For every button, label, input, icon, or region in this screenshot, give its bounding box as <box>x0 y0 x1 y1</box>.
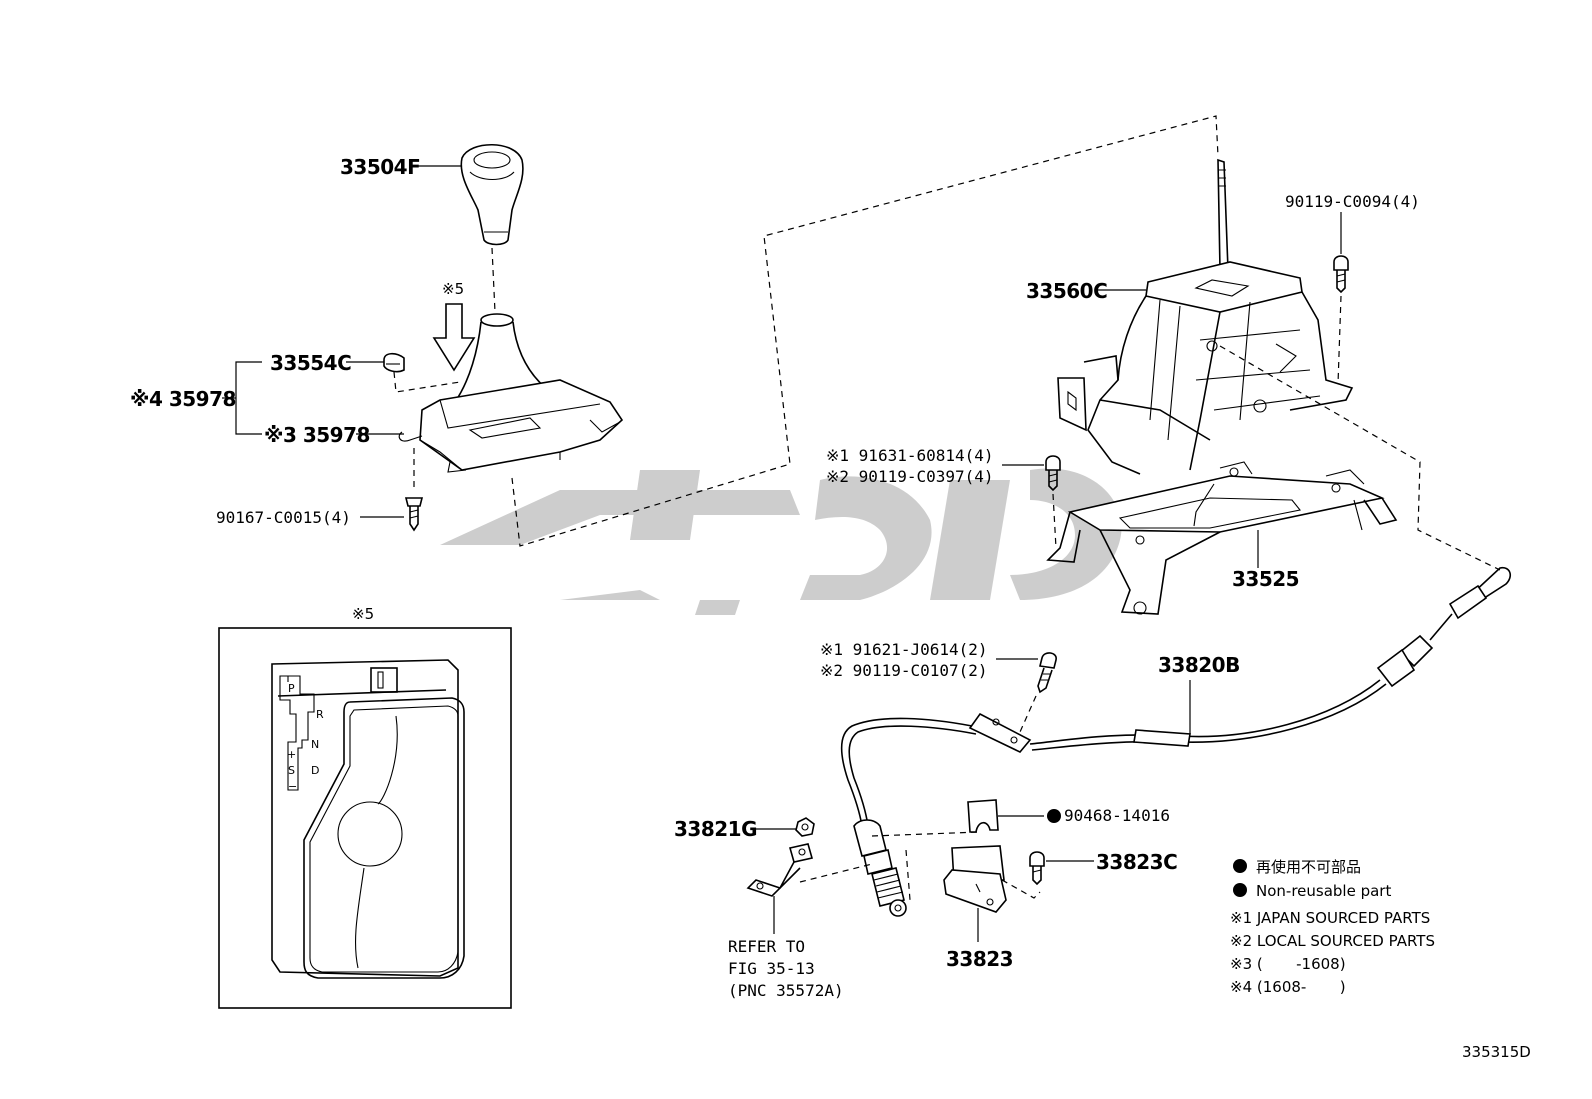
bolt-33823C-part <box>1029 851 1045 886</box>
label-91631: ※1 91631-60814(4) <box>826 446 994 465</box>
dash-cable-bracket <box>799 863 873 883</box>
label-33560C: 33560C <box>1026 279 1107 303</box>
label-refer-1: REFER TO <box>728 937 805 956</box>
cable-clip-33823-part <box>943 845 1007 913</box>
label-90119-C0094: 90119-C0094(4) <box>1285 192 1420 211</box>
bolt-91621-part <box>1019 652 1057 733</box>
label-33820B: 33820B <box>1158 653 1240 677</box>
label-33823: 33823 <box>946 947 1013 971</box>
non-reusable-marker-icon <box>1047 809 1061 823</box>
screw-90167-part <box>404 448 424 532</box>
label-35978-4: ※4 35978 <box>130 387 236 411</box>
gate-plus-label: + <box>287 748 296 761</box>
legend-bullet-en-icon <box>1233 883 1247 897</box>
label-note5-box: ※5 <box>352 605 374 623</box>
label-90119-C0397: ※2 90119-C0397(4) <box>826 467 994 486</box>
dash-knob-boot <box>491 247 496 313</box>
dash-cable-clip-top <box>871 831 981 837</box>
gate-d-label: D <box>311 764 319 777</box>
gate-p-label: P <box>288 682 295 695</box>
label-refer-3: (PNC 35572A) <box>728 981 844 1000</box>
shift-console-panel-part <box>398 313 624 473</box>
label-33554C: 33554C <box>270 351 351 375</box>
label-33821G: 33821G <box>674 817 757 841</box>
label-90119-C0107: ※2 90119-C0107(2) <box>820 661 988 680</box>
label-33823C: 33823C <box>1096 850 1177 874</box>
lever-bracket-part <box>1046 461 1398 615</box>
shift-gate-detail-box <box>218 627 512 1009</box>
dash-console-lever <box>511 115 1219 547</box>
label-90167: 90167-C0015(4) <box>216 508 351 527</box>
shift-cable-part <box>840 566 1512 917</box>
legend-note2: ※2 LOCAL SOURCED PARTS <box>1230 932 1435 950</box>
legend-jp: 再使用不可部品 <box>1256 858 1361 876</box>
clip-90468-part <box>967 799 999 833</box>
legend-note3: ※3 ( -1608) <box>1230 955 1346 973</box>
dash-clip <box>393 371 461 393</box>
shift-lever-assembly-part <box>1057 158 1354 475</box>
bolt-90119-C0094-part <box>1333 255 1349 385</box>
bracket-35978 <box>235 361 262 435</box>
dash-lever-cable <box>1219 345 1501 571</box>
dash-cable-end <box>905 849 911 901</box>
label-note5-top: ※5 <box>442 280 464 298</box>
bolt-91631-part <box>1045 455 1061 549</box>
label-33504F: 33504F <box>340 155 420 179</box>
label-35978-3: ※3 35978 <box>264 423 370 447</box>
label-33525: 33525 <box>1232 567 1299 591</box>
label-91621: ※1 91621-J0614(2) <box>820 640 988 659</box>
gate-n-label: N <box>311 738 319 751</box>
gate-minus-label: − <box>288 780 297 793</box>
watermark-logo <box>440 468 1122 615</box>
nut-33821G-part <box>795 817 815 837</box>
view-arrow-icon <box>432 303 476 372</box>
illustration-code: 335315D <box>1462 1043 1531 1061</box>
cable-bracket-ref-part <box>746 843 814 897</box>
label-refer-2: FIG 35-13 <box>728 959 815 978</box>
legend-bullet-jp-icon <box>1233 859 1247 873</box>
legend-en: Non-reusable part <box>1256 882 1391 900</box>
shift-knob-part <box>460 143 524 246</box>
gate-s-label: S <box>288 764 295 777</box>
label-90468: 90468-14016 <box>1064 806 1170 825</box>
gate-r-label: R <box>316 708 324 721</box>
clip-33554C-part <box>383 352 405 373</box>
dash-clip-bolt <box>1001 879 1041 899</box>
legend-note1: ※1 JAPAN SOURCED PARTS <box>1230 909 1430 927</box>
legend-note4: ※4 (1608- ) <box>1230 978 1346 996</box>
